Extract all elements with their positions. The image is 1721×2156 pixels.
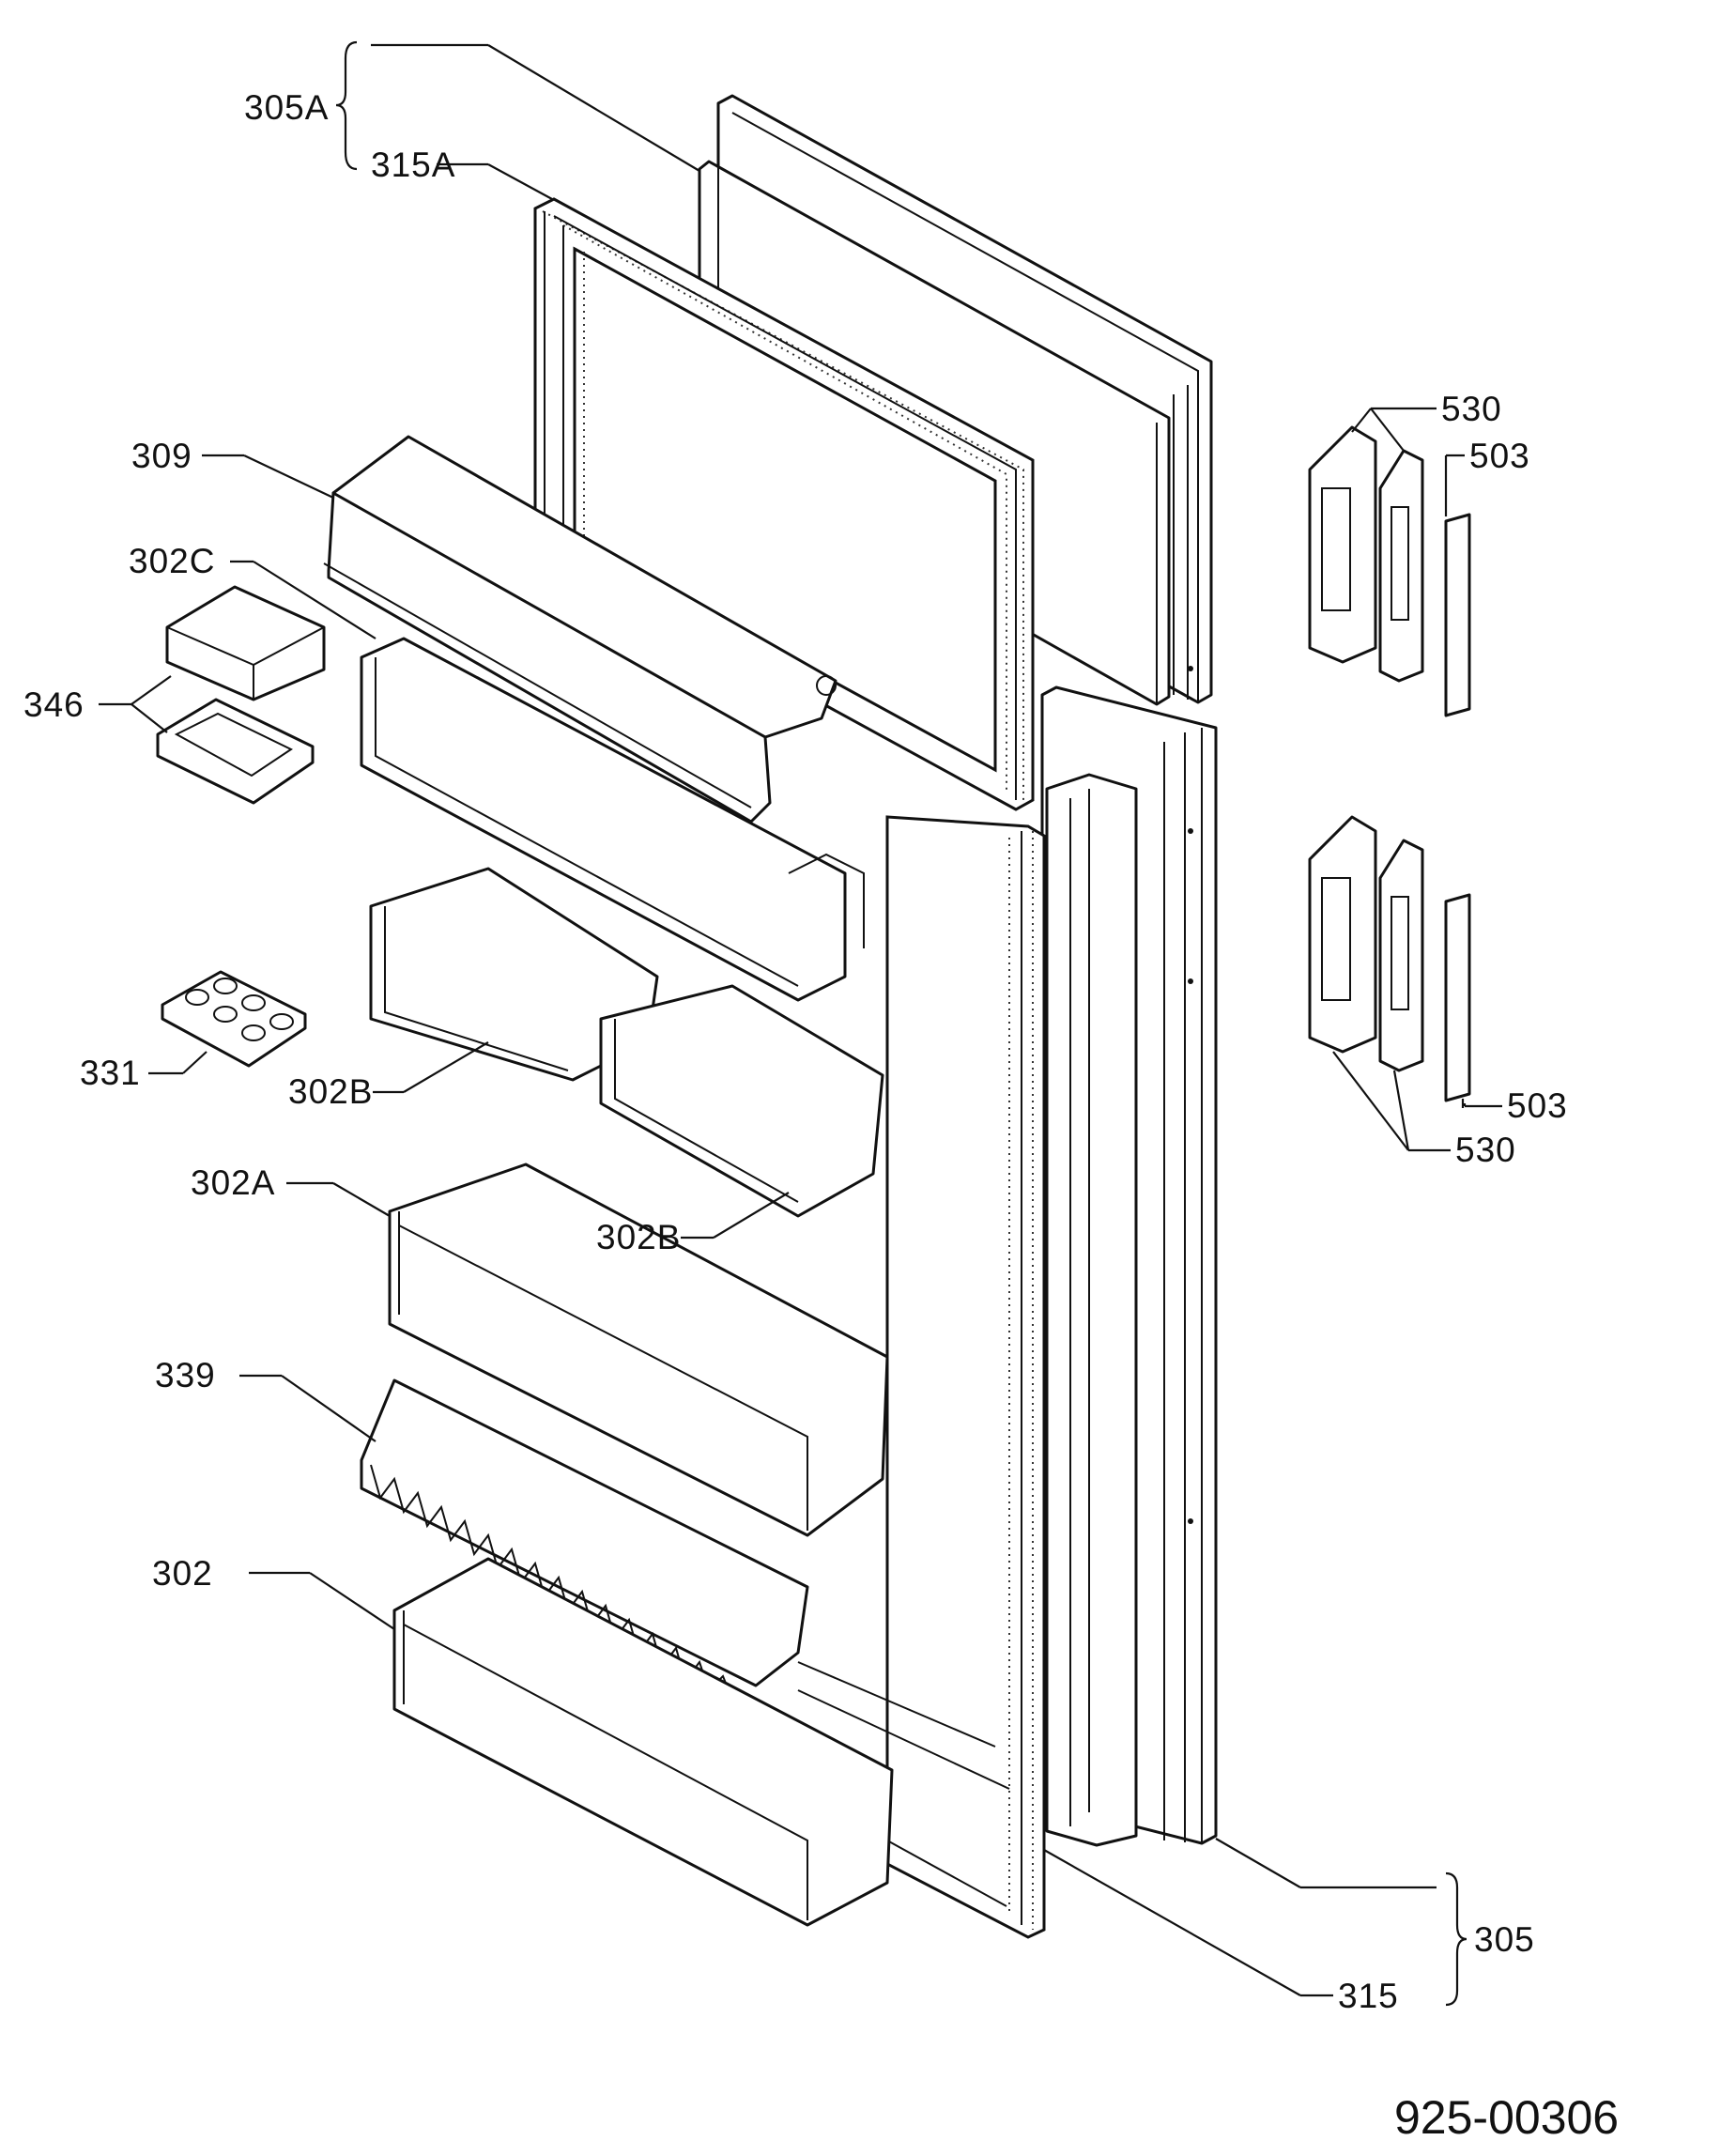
part-labels: 305A 315A 309 302C 346 331 302B 302B 302… xyxy=(23,88,1619,2144)
egg-tray-331 xyxy=(161,970,307,1068)
label-530-lower: 530 xyxy=(1455,1131,1516,1169)
bottle-retainer-339 xyxy=(360,1378,809,1701)
label-305: 305 xyxy=(1474,1920,1535,1959)
label-503-lower: 503 xyxy=(1507,1086,1568,1125)
label-302B-left: 302B xyxy=(288,1072,373,1111)
label-346: 346 xyxy=(23,685,85,724)
leader-lines xyxy=(99,40,1502,2007)
label-530-upper: 530 xyxy=(1441,390,1502,428)
hinge-set-upper xyxy=(1308,425,1471,717)
label-302A: 302A xyxy=(191,1163,275,1202)
bottle-shelf-302 xyxy=(392,1557,894,1927)
dairy-flap-309 xyxy=(323,435,837,824)
label-309: 309 xyxy=(131,437,192,475)
fridge-door-305 xyxy=(1040,685,1218,1847)
door-shelf-302B-right xyxy=(599,984,884,1218)
door-shelf-302A xyxy=(388,1163,889,1537)
drawing-number: 925-00306 xyxy=(1394,2091,1619,2144)
fridge-gasket-315 xyxy=(797,815,1046,1939)
label-331: 331 xyxy=(80,1054,141,1092)
label-339: 339 xyxy=(155,1356,216,1394)
label-315: 315 xyxy=(1338,1977,1399,2015)
label-305A: 305A xyxy=(244,88,329,127)
label-315A: 315A xyxy=(371,146,455,184)
label-302C: 302C xyxy=(129,542,215,580)
label-503-upper: 503 xyxy=(1469,437,1530,475)
door-shelf-302C xyxy=(360,637,865,1002)
hinge-set-lower xyxy=(1308,815,1471,1102)
label-302: 302 xyxy=(152,1554,213,1593)
butter-box-346 xyxy=(156,585,326,805)
label-302B-right: 302B xyxy=(596,1218,681,1256)
